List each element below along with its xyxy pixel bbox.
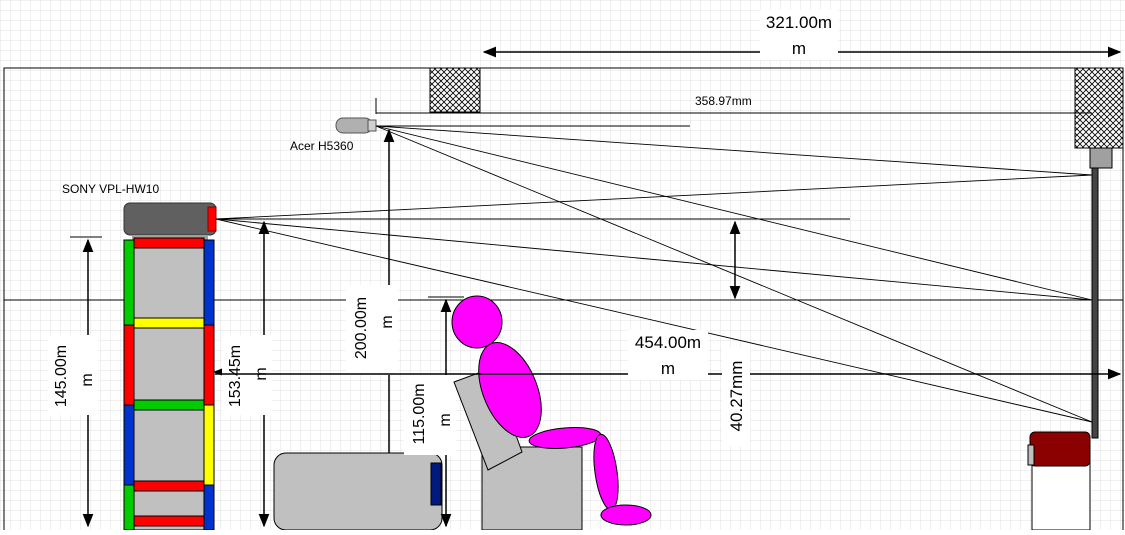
room-width-label: 321.00m (766, 13, 832, 32)
acer-projector-label: Acer H5360 (290, 139, 354, 153)
sony-height-label-bg (222, 335, 272, 415)
wall-block-right (1074, 67, 1124, 149)
speaker-side (1027, 444, 1035, 466)
acer-lens (367, 119, 377, 132)
acer-height-label: 200.00m (353, 297, 370, 359)
offset-label: 40.27mm (727, 361, 746, 432)
acer-height-label-unit: m (379, 315, 396, 328)
sony-projector (123, 202, 217, 236)
sony-height-label: 153.45m (227, 345, 244, 407)
seated-person (451, 295, 652, 526)
room-width-label-bg (760, 10, 838, 60)
sony-lens (207, 206, 217, 232)
eye-height-label: 115.00m (411, 383, 428, 444)
couch-armrest (430, 462, 442, 506)
wall-block-left (429, 67, 481, 113)
rack-height-label: 145.00m (53, 345, 70, 407)
sony-projector-label: SONY VPL-HW10 (62, 182, 159, 196)
throw-distance-label: 358.97mm (695, 94, 752, 108)
seat-distance-label-unit: m (661, 359, 675, 378)
seat-distance-label: 454.00m (635, 333, 701, 352)
room-width-label-unit: m (792, 39, 806, 58)
offset-label-bg (722, 348, 750, 446)
equipment-rack (123, 237, 215, 531)
rack-height-label-bg (48, 335, 98, 415)
rack-height-label-unit: m (79, 373, 96, 386)
sony-beams (215, 174, 1093, 423)
eye-height-label-bg (404, 375, 456, 455)
projection-screen (1091, 167, 1099, 439)
acer-projector (335, 117, 373, 134)
seat-distance-label-bg (628, 330, 708, 380)
screen-housing (1089, 147, 1113, 169)
acer-height-label-bg (346, 285, 398, 375)
eye-height-label-unit: m (437, 413, 454, 426)
speaker-stand (1031, 459, 1091, 531)
speaker (1029, 431, 1091, 467)
couch (273, 452, 443, 531)
room-outline (3, 67, 1124, 535)
